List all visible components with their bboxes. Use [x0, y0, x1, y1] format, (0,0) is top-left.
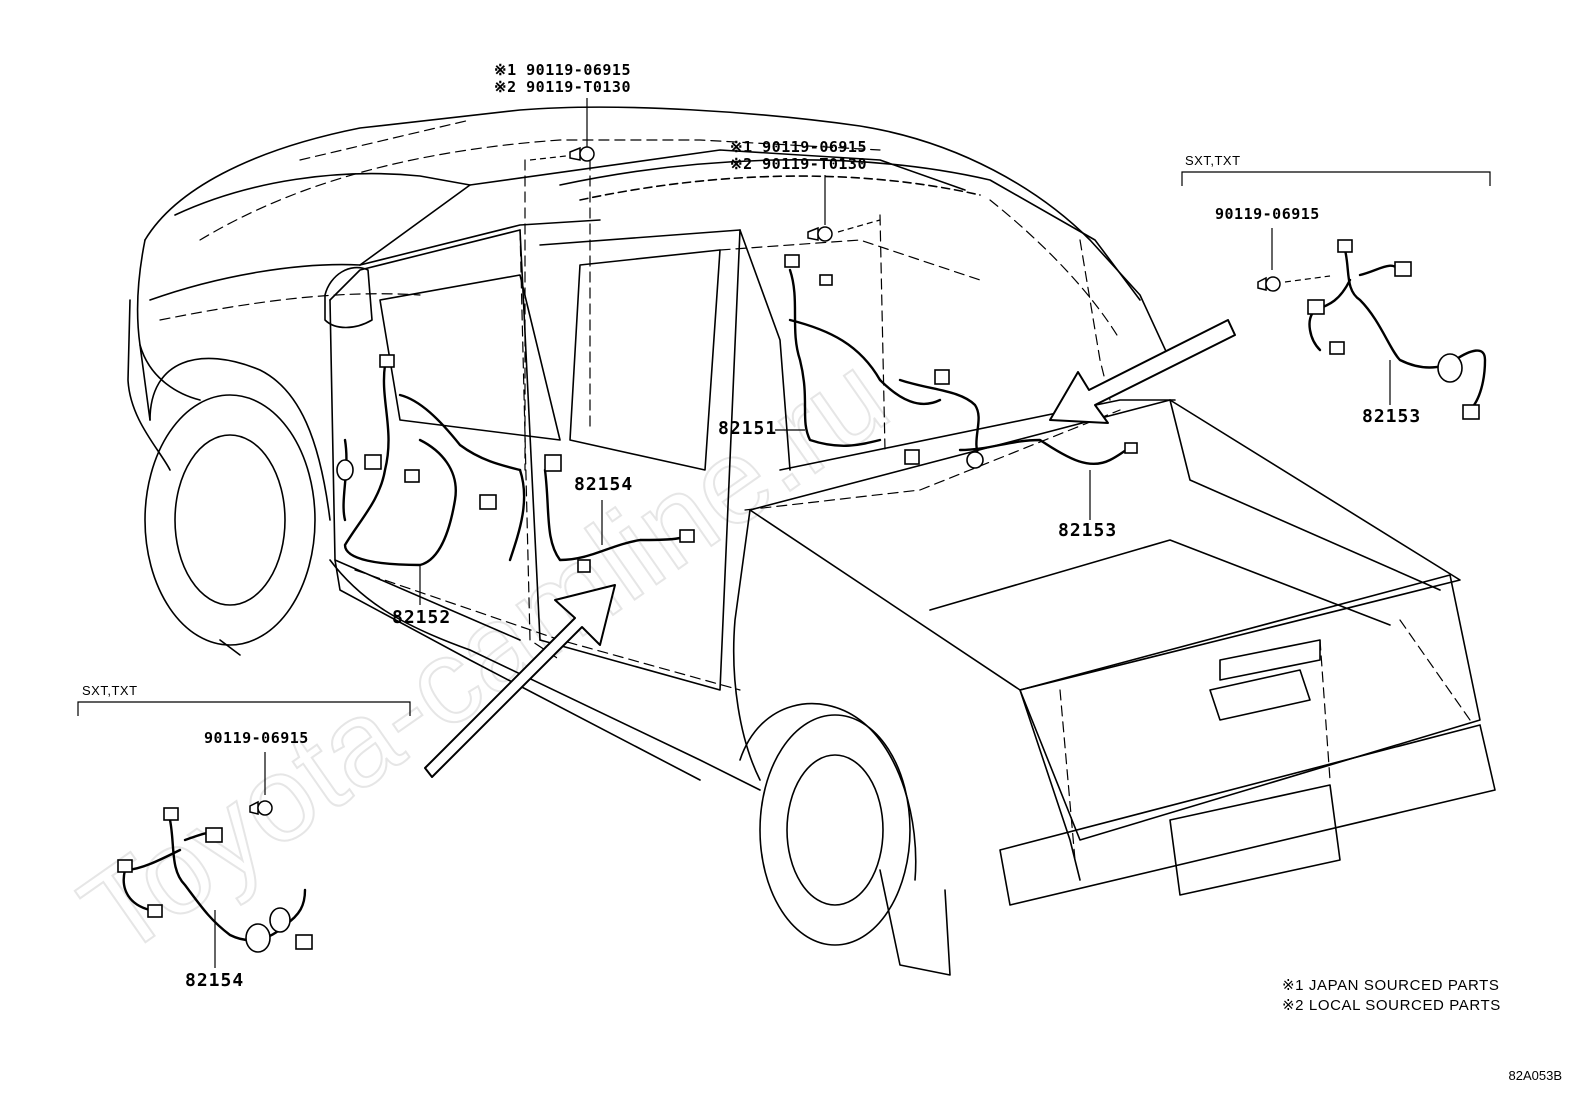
arrow-to-door-harness [424, 584, 616, 778]
arrow-to-bed-harness [1049, 319, 1236, 424]
callout-bolt-inset-right: 90119-06915 [1215, 205, 1320, 223]
callout-bolt-roof-front-1: ※1 90119-06915 [494, 61, 631, 79]
callout-bolt-inset-left: 90119-06915 [204, 729, 309, 747]
callout-bolt-roof-rear-2: ※2 90119-T0130 [730, 155, 867, 173]
variant-label-left: SXT,TXT [82, 683, 138, 698]
watermark: Toyota-camline.ru [58, 328, 911, 981]
part-82152: 82152 [392, 607, 452, 628]
part-82153-main: 82153 [1058, 520, 1118, 541]
legend-note-1: ※1 JAPAN SOURCED PARTS [1282, 977, 1500, 994]
part-82153-inset: 82153 [1362, 406, 1422, 427]
variant-label-right: SXT,TXT [1185, 153, 1241, 168]
part-82151: 82151 [718, 418, 778, 439]
callout-bolt-roof-rear-1: ※1 90119-06915 [730, 138, 867, 156]
part-82154-main: 82154 [574, 474, 634, 495]
legend-note-2: ※2 LOCAL SOURCED PARTS [1282, 997, 1501, 1014]
diagram-code: 82A053B [1508, 1068, 1563, 1083]
part-82154-inset: 82154 [185, 970, 245, 991]
callout-bolt-roof-front-2: ※2 90119-T0130 [494, 78, 631, 96]
